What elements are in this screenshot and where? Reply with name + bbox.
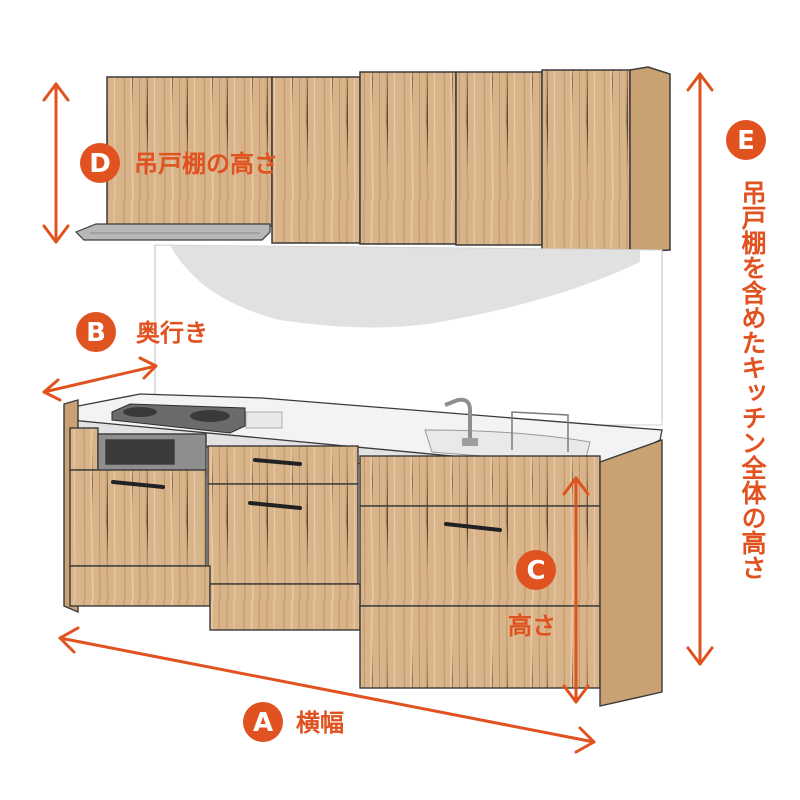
badge-a-letter: A bbox=[253, 708, 273, 738]
sink bbox=[424, 397, 591, 463]
range-hood bbox=[74, 223, 271, 241]
label-e-text: 吊戸棚を含めたキッチン全体の高さ bbox=[738, 180, 767, 580]
label-b: B 奥行き bbox=[76, 312, 208, 352]
wall-cabinet-door bbox=[455, 71, 543, 246]
label-c-text: 高さ bbox=[508, 612, 556, 640]
label-d-text: 吊戸棚の高さ bbox=[134, 150, 278, 178]
arrow-a bbox=[58, 636, 596, 744]
label-e-badge-group: E bbox=[726, 120, 766, 160]
wall-cabinet-door bbox=[271, 76, 361, 244]
badge-d-letter: D bbox=[89, 149, 111, 179]
badge-a bbox=[243, 702, 283, 742]
dimension-arrows bbox=[42, 72, 714, 754]
wall-cabinet-door bbox=[541, 69, 631, 253]
wall-cabinet-door bbox=[106, 76, 273, 227]
label-a-text: 横幅 bbox=[296, 709, 344, 737]
label-b-text: 奥行き bbox=[136, 319, 208, 347]
wall-cabinets bbox=[106, 66, 671, 253]
badge-b-letter: B bbox=[86, 318, 106, 348]
drawer-handles bbox=[111, 458, 502, 532]
wall-cabinet-door bbox=[359, 71, 457, 245]
label-a: A 横幅 bbox=[243, 702, 344, 742]
backsplash bbox=[154, 244, 663, 426]
gas-stove bbox=[111, 403, 283, 434]
badge-d bbox=[80, 143, 120, 183]
arrow-b bbox=[42, 364, 158, 394]
badge-e-letter: E bbox=[737, 126, 755, 156]
label-c: C 高さ bbox=[508, 550, 556, 640]
badge-b bbox=[76, 312, 116, 352]
badge-c-letter: C bbox=[526, 556, 545, 586]
label-d: D 吊戸棚の高さ bbox=[80, 143, 278, 183]
wall-cabinet-side bbox=[629, 66, 671, 253]
badge-e bbox=[726, 120, 766, 160]
base-right-side bbox=[599, 439, 663, 707]
badge-c bbox=[516, 550, 556, 590]
